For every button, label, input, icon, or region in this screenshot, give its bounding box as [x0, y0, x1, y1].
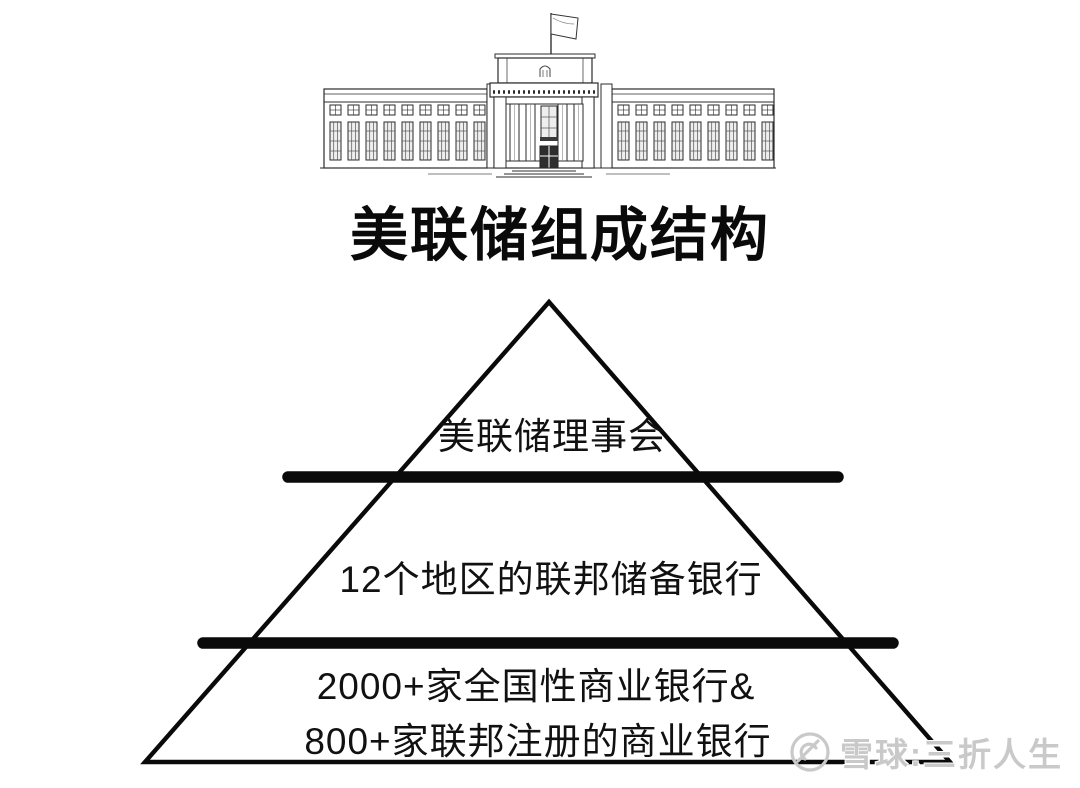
building-left-wing [323, 88, 488, 169]
eagle-emblem-icon [539, 65, 551, 77]
building-central-tower [486, 53, 613, 178]
tier3-label-line1: 2000+家全国性商业银行& [316, 666, 756, 707]
pyramid-outline [140, 298, 955, 765]
page-title: 美联储组成结构 [349, 203, 771, 268]
flag-icon [550, 13, 579, 54]
tier1-label: 美联储理事会 [438, 416, 666, 457]
watermark-text: 雪球:三折人生 [840, 736, 1063, 773]
federal-reserve-building-illustration [320, 13, 776, 178]
xueqiu-snowball-logo-icon [790, 732, 830, 772]
columns [509, 103, 584, 162]
tier2-label: 12个地区的联邦储备银行 [339, 559, 763, 600]
watermark: 雪球:三折人生 [788, 728, 1063, 776]
entrance-steps [496, 170, 592, 178]
building-right-wing [611, 88, 775, 169]
tier3-label-line2: 800+家联邦注册的商业银行 [304, 721, 772, 762]
